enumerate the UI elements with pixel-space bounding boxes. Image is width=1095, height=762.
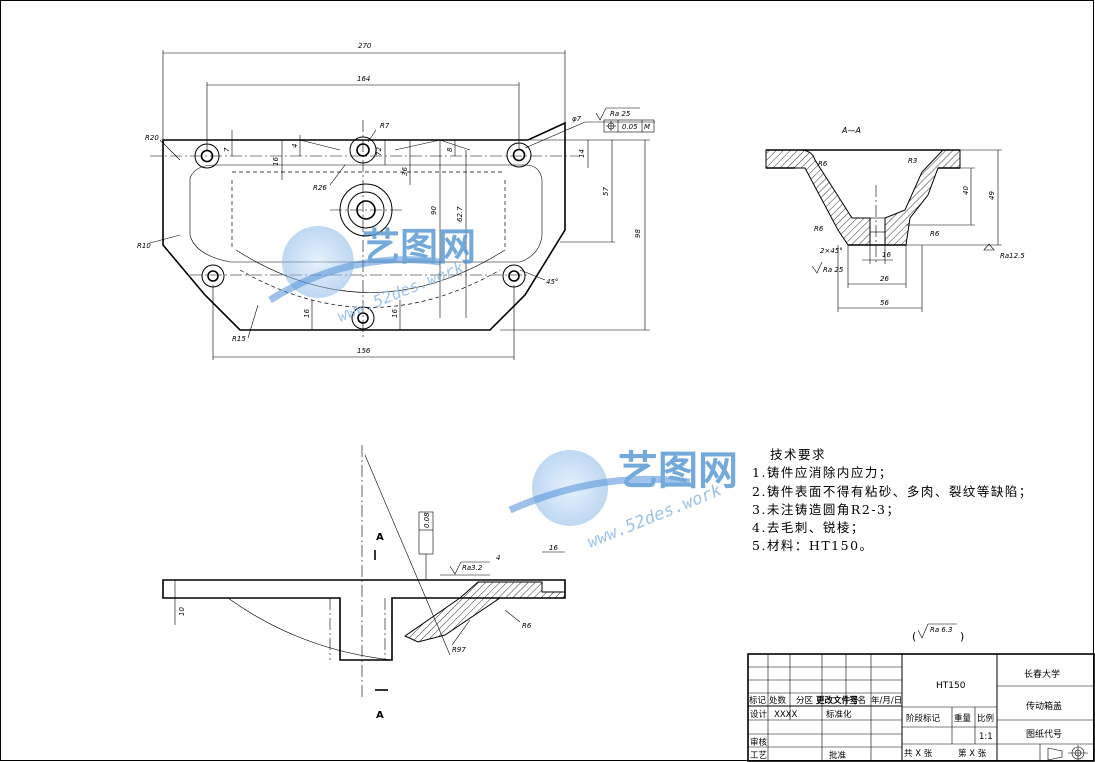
front-view: A A 0.08 Ra3.2 4 16 10 R6 R97	[162, 445, 566, 721]
tb-col-mark: 标记	[749, 695, 767, 706]
tb-scale-label: 比例	[977, 713, 994, 724]
label-r26: R26	[313, 184, 327, 192]
svg-text:Ra 6.3: Ra 6.3	[930, 626, 953, 634]
tb-designer-value: XXXX	[774, 710, 797, 720]
tech-requirements-title: 技术要求	[770, 447, 827, 462]
tb-process-label: 工艺	[750, 751, 767, 761]
dim-270: 270	[358, 42, 372, 50]
tb-drawing-no-label: 图纸代号	[1026, 728, 1062, 740]
dim-front-4: 4	[496, 554, 500, 562]
dim-164: 164	[357, 75, 370, 83]
label-r10: R10	[137, 242, 151, 250]
label-datum-m: M	[644, 123, 650, 131]
label-ra125: Ra12.5	[1000, 252, 1025, 260]
dim-98: 98	[634, 229, 642, 238]
tb-designer-label: 设计	[750, 709, 768, 720]
watermark-top: 艺图网 www.52des.work	[268, 225, 476, 326]
dim-36: 36	[401, 167, 409, 176]
label-angle: 45°	[546, 278, 558, 286]
tb-weight-label: 重量	[954, 713, 972, 724]
label-r6b: R6	[814, 225, 824, 233]
tb-part-name: 传动箱盖	[1026, 700, 1062, 712]
watermark-brand-top: 艺图网	[362, 225, 476, 269]
projection-symbol-icon	[1047, 745, 1088, 761]
label-hole-dia: φ7	[572, 115, 582, 123]
tb-col-zone: 分区	[796, 696, 814, 706]
dim-8: 8	[446, 147, 454, 152]
svg-text:(: (	[912, 630, 916, 643]
central-bore	[339, 183, 393, 237]
label-r6c: R6	[930, 230, 940, 238]
dim-front-16: 16	[549, 544, 558, 552]
title-block: 标记 处数 分区 更改文件号 签名 年/月/日 设计 XXXX 标准化 审核 工…	[747, 653, 1095, 762]
label-ra32: Ra3.2	[462, 564, 483, 572]
dim-w56: 56	[880, 299, 889, 307]
tb-total-sheets: 共 X 张	[904, 749, 933, 759]
tech-req-item-3: 3.未注铸造圆角R2-3；	[752, 501, 901, 517]
label-flatness: 0.08	[423, 512, 431, 528]
tb-col-date: 年/月/日	[871, 695, 902, 706]
dim-w16: 16	[882, 251, 891, 259]
bolt-hole-bottom-right	[502, 264, 526, 288]
watermark-bottom: 艺图网 www.52des.work	[508, 448, 738, 553]
tb-material: HT150	[936, 681, 966, 691]
dim-16c: 16	[391, 309, 399, 318]
dim-16: 16	[272, 157, 280, 166]
bolt-hole-bottom-left	[201, 264, 225, 288]
dim-90: 90	[430, 206, 438, 215]
tb-stage-label: 阶段标记	[906, 713, 941, 724]
view-marker-a-bottom: A	[376, 710, 384, 721]
dim-h40: 40	[962, 186, 970, 195]
tb-col-count: 处数	[769, 695, 787, 706]
bolt-hole-top-center	[349, 136, 377, 164]
bolt-hole-bottom-center	[351, 306, 375, 330]
tech-req-item-4: 4.去毛刺、锐棱；	[752, 520, 865, 536]
label-ra25-section: Ra 25	[823, 266, 844, 274]
label-ra25-top: Ra 25	[610, 110, 631, 118]
dim-16b: 16	[303, 309, 311, 318]
dim-front-10: 10	[178, 607, 186, 616]
tb-approve-label: 批准	[829, 750, 847, 761]
tech-requirements: 技术要求 1.铸件应消除内应力； 2.铸件表面不得有粘砂、多肉、裂纹等缺陷； 3…	[752, 446, 1033, 556]
tb-standard-label: 标准化	[826, 709, 852, 720]
label-r97: R97	[452, 646, 466, 654]
tb-school: 长春大学	[1024, 668, 1060, 680]
top-view: 270 164 156 98 57 14 62.7 90 8 36 72 7 4	[137, 42, 655, 360]
tb-col-sign: 签名	[849, 695, 866, 706]
dim-57: 57	[602, 187, 610, 196]
dim-h49: 49	[988, 191, 996, 200]
dim-14: 14	[578, 149, 586, 158]
dim-156: 156	[357, 347, 371, 355]
view-marker-a-top: A	[376, 532, 384, 543]
label-r6a: R6	[818, 160, 828, 168]
tb-scale-value: 1:1	[979, 732, 993, 742]
dim-4: 4	[291, 144, 299, 148]
label-r15: R15	[232, 335, 246, 343]
tech-req-item-1: 1.铸件应消除内应力；	[752, 465, 893, 481]
label-r20: R20	[145, 134, 159, 142]
section-a-a: A—A 49 40 16 26 56 R6 R3 R6 R6 2×45	[765, 126, 1025, 312]
tb-sheet-no: 第 X 张	[958, 748, 987, 759]
label-position-tol: 0.05	[622, 123, 638, 131]
label-r3: R3	[908, 157, 917, 165]
svg-text:): )	[960, 630, 964, 643]
surface-roughness-note: ( Ra 6.3 )	[912, 623, 964, 643]
tb-col-change-doc: 更改文件号	[816, 695, 859, 706]
label-r6-front: R6	[522, 622, 532, 630]
section-label: A—A	[841, 126, 861, 135]
dim-7: 7	[223, 147, 231, 152]
dim-62: 62.7	[456, 206, 464, 222]
label-r7: R7	[380, 122, 390, 130]
dim-72: 72	[375, 147, 383, 156]
tech-req-item-5: 5.材料：HT150。	[752, 538, 874, 554]
tb-review-label: 审核	[750, 737, 768, 748]
label-chamfer: 2×45°	[820, 247, 843, 255]
dim-w26: 26	[880, 275, 889, 283]
watermark-brand-bottom: 艺图网	[618, 448, 738, 494]
tech-req-item-2: 2.铸件表面不得有粘砂、多肉、裂纹等缺陷；	[752, 483, 1033, 499]
